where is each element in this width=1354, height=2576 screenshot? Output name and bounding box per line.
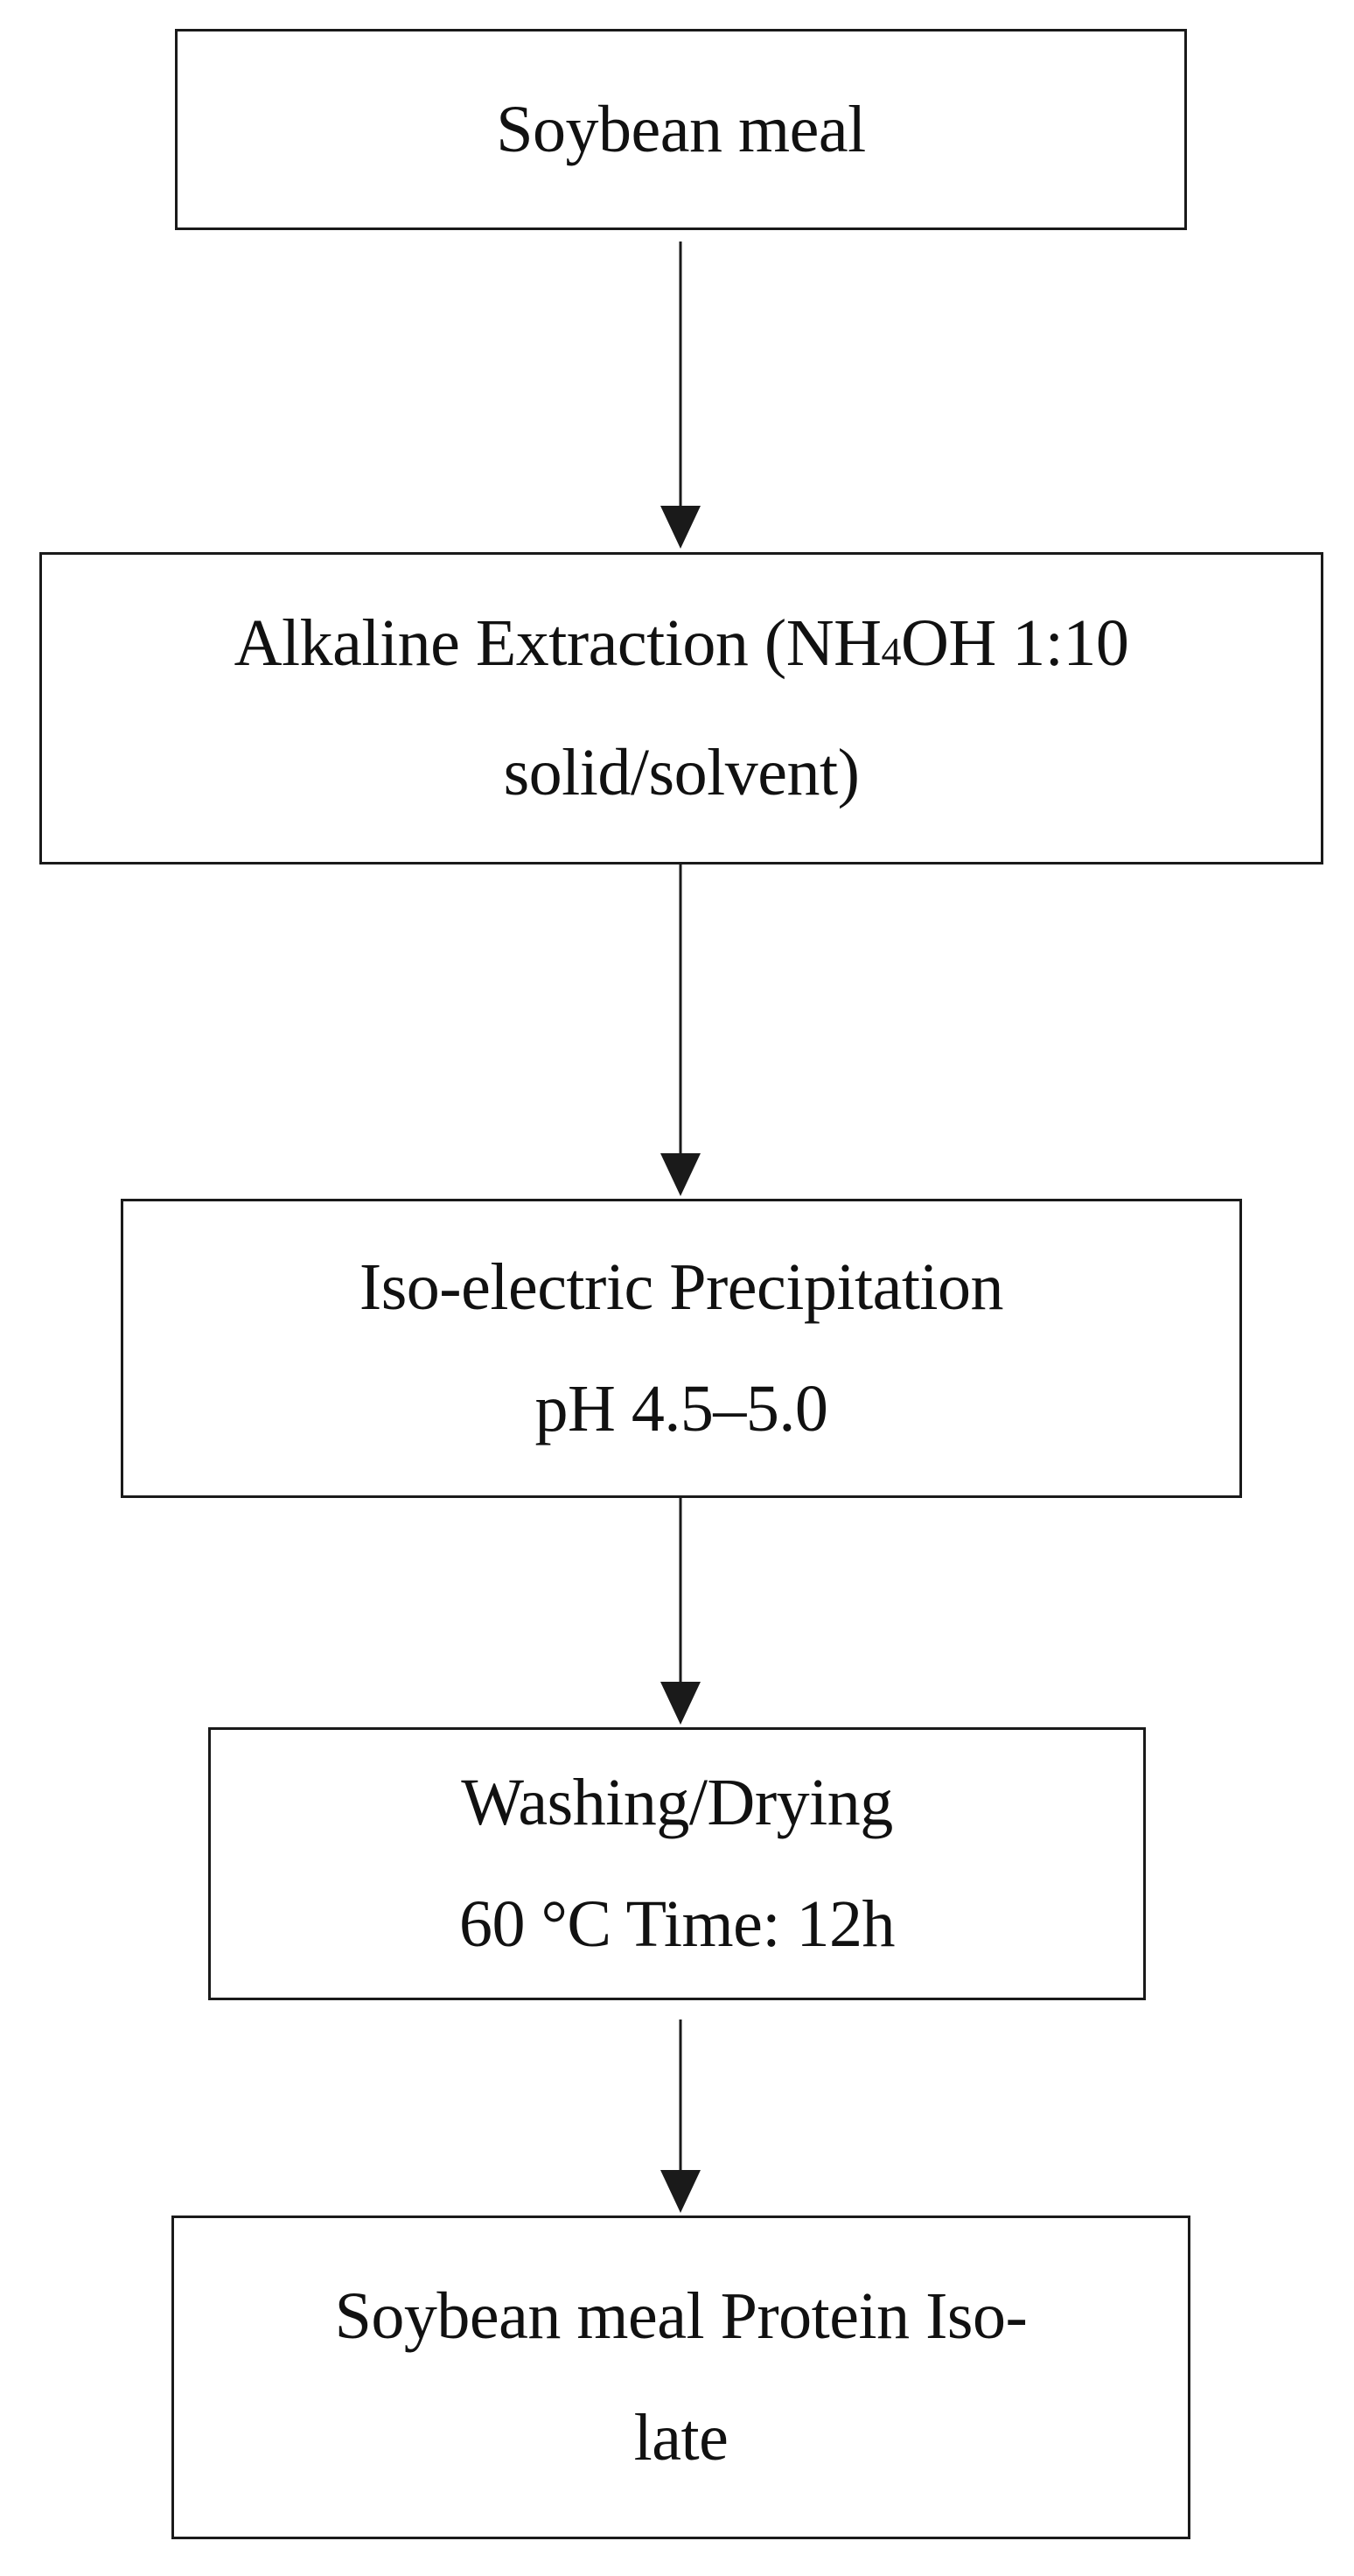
step-3-line-2: pH 4.5–5.0	[534, 1372, 828, 1446]
step-2-text-a: Alkaline Extraction (NH	[234, 606, 882, 680]
step-isoelectric-precipitation: Iso-electric Precipitation pH 4.5–5.0	[121, 1199, 1242, 1498]
step-washing-drying: Washing/Drying 60 °C Time: 12h	[208, 1727, 1146, 2000]
step-2-line-1: Alkaline Extraction (NH4OH 1:10	[234, 583, 1129, 712]
step-5-line-2: late	[633, 2401, 729, 2474]
step-protein-isolate: Soybean meal Protein Iso- late	[171, 2216, 1190, 2539]
arrow-2-head	[660, 1153, 701, 1196]
step-3-line-1: Iso-electric Precipitation	[359, 1250, 1004, 1324]
arrow-3-head	[660, 1682, 701, 1725]
step-soybean-meal: Soybean meal	[175, 29, 1187, 230]
arrow-1-head	[660, 506, 701, 549]
step-1-line-1: Soybean meal	[496, 92, 866, 166]
step-4-line-2: 60 °C Time: 12h	[458, 1887, 896, 1961]
step-2-line-2: solid/solvent)	[503, 736, 860, 809]
arrow-4-head	[660, 2170, 701, 2213]
step-2-subscript: 4	[881, 629, 901, 674]
step-alkaline-extraction: Alkaline Extraction (NH4OH 1:10 solid/so…	[39, 552, 1323, 864]
step-2-text-b: OH 1:10	[900, 606, 1129, 680]
step-4-line-1: Washing/Drying	[461, 1766, 893, 1839]
step-5-line-1: Soybean meal Protein Iso-	[334, 2279, 1028, 2353]
